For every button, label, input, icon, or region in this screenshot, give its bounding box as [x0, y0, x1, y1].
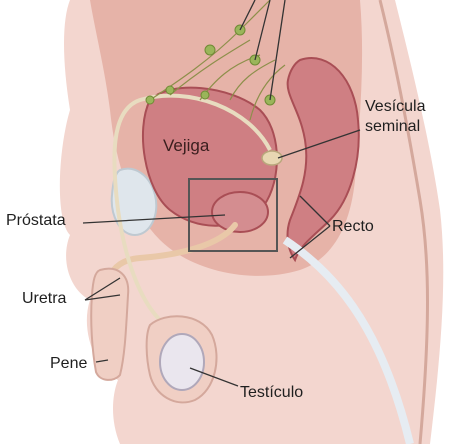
label-vejiga: Vejiga	[163, 136, 210, 155]
vas-deferens	[112, 93, 272, 322]
leader-lines	[82, 0, 361, 387]
penis	[90, 267, 130, 381]
lymph-nodes	[145, 24, 276, 106]
lower-tube	[282, 236, 414, 444]
label-recto: Recto	[332, 218, 374, 235]
label-vesicula-line2: seminal	[365, 118, 421, 135]
rectum	[286, 57, 360, 263]
back-contour	[378, 0, 429, 444]
prostate-highlight-box	[188, 178, 278, 252]
prostate	[211, 191, 269, 233]
testicle	[159, 333, 205, 391]
label-pene: Pene	[50, 355, 88, 372]
pubic-bone	[110, 167, 158, 237]
label-uretra: Uretra	[22, 290, 67, 307]
label-vesicula-line1: Vesícula	[365, 98, 426, 115]
label-prostata: Próstata	[6, 212, 66, 229]
seminal-vesicle	[261, 150, 283, 166]
label-testiculo: Testículo	[240, 384, 304, 401]
